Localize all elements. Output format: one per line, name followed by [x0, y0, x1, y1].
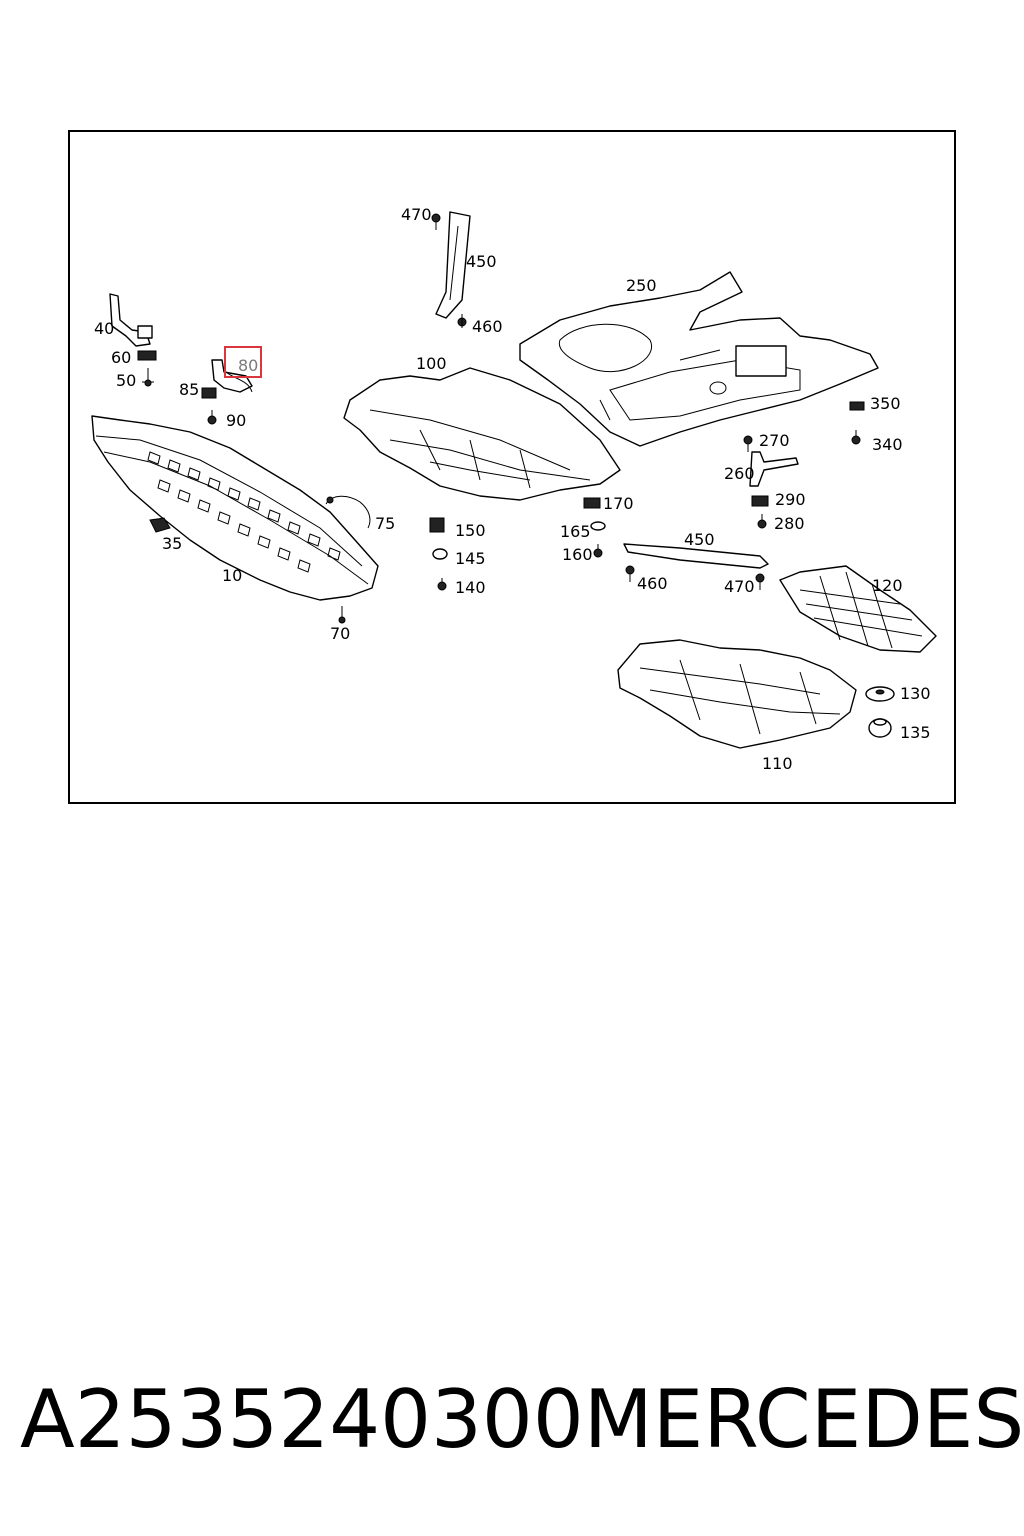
part-165-washer: [590, 521, 606, 531]
part-170-clip: [583, 497, 601, 509]
part-130-grommet: [865, 686, 895, 702]
label-35: 35: [162, 534, 182, 553]
label-150: 150: [455, 521, 486, 540]
part-number: A2535240300: [20, 1373, 584, 1466]
label-470-lower: 470: [724, 577, 755, 596]
label-75: 75: [375, 514, 395, 533]
part-450-strut-upper: [435, 211, 471, 319]
label-85: 85: [179, 380, 199, 399]
part-290-clip: [751, 495, 769, 507]
label-120: 120: [872, 576, 903, 595]
label-280: 280: [774, 514, 805, 533]
label-350: 350: [870, 394, 901, 413]
label-100: 100: [416, 354, 447, 373]
part-40-bracket: [109, 293, 153, 347]
label-460-upper: 460: [472, 317, 503, 336]
part-270-screw: [743, 435, 753, 452]
label-470-upper: 470: [401, 205, 432, 224]
label-40: 40: [94, 319, 114, 338]
part-75-cable: [325, 495, 371, 529]
label-130: 130: [900, 684, 931, 703]
label-90: 90: [226, 411, 246, 430]
part-145-washer: [432, 548, 448, 560]
callout-labels: 470 450 460 250 40 60 50 80 85 90 100 35…: [94, 205, 931, 773]
label-450-lower: 450: [684, 530, 715, 549]
part-160-screw: [593, 544, 603, 558]
part-340-screw: [851, 430, 861, 445]
label-135: 135: [900, 723, 931, 742]
part-140-screw: [437, 578, 447, 591]
label-340: 340: [872, 435, 903, 454]
part-50-screw: [142, 368, 154, 387]
label-160: 160: [562, 545, 593, 564]
part-135-bush: [868, 718, 892, 738]
part-110-lower-tray: [617, 639, 857, 749]
part-470-screw-lower: [755, 573, 765, 590]
highlight-box-80: [224, 346, 262, 378]
label-60: 60: [111, 348, 131, 367]
part-460-screw-upper: [457, 314, 467, 328]
part-250-rear-tray: [519, 271, 879, 447]
part-90-screw: [207, 410, 217, 425]
label-70: 70: [330, 624, 350, 643]
label-165: 165: [560, 522, 591, 541]
label-290: 290: [775, 490, 806, 509]
part-100-center-tray: [343, 367, 621, 501]
label-10: 10: [222, 566, 242, 585]
label-170: 170: [603, 494, 634, 513]
part-260-bracket: [749, 451, 799, 487]
part-280-screw: [757, 514, 767, 529]
label-460-lower: 460: [637, 574, 668, 593]
footer-caption: A2535240300 MERCEDES: [20, 1370, 1024, 1470]
label-145: 145: [455, 549, 486, 568]
label-270: 270: [759, 431, 790, 450]
part-60-clip: [137, 350, 157, 361]
part-10-front-guard: [91, 415, 379, 601]
part-450-strut-lower: [623, 543, 769, 569]
part-470-screw-upper: [431, 213, 441, 230]
part-150-clip: [429, 517, 445, 533]
part-460-screw-lower: [625, 565, 635, 582]
label-450-upper: 450: [466, 252, 497, 271]
part-70-screw: [338, 606, 346, 624]
label-80: 80: [238, 356, 258, 375]
label-140: 140: [455, 578, 486, 597]
brand-name: MERCEDES: [583, 1373, 1024, 1466]
label-110: 110: [762, 754, 793, 773]
part-350-clip: [849, 401, 865, 411]
label-260: 260: [724, 464, 755, 483]
label-50: 50: [116, 371, 136, 390]
part-85-clip: [201, 387, 217, 399]
part-120-grid-panel: [779, 565, 937, 653]
label-250: 250: [626, 276, 657, 295]
